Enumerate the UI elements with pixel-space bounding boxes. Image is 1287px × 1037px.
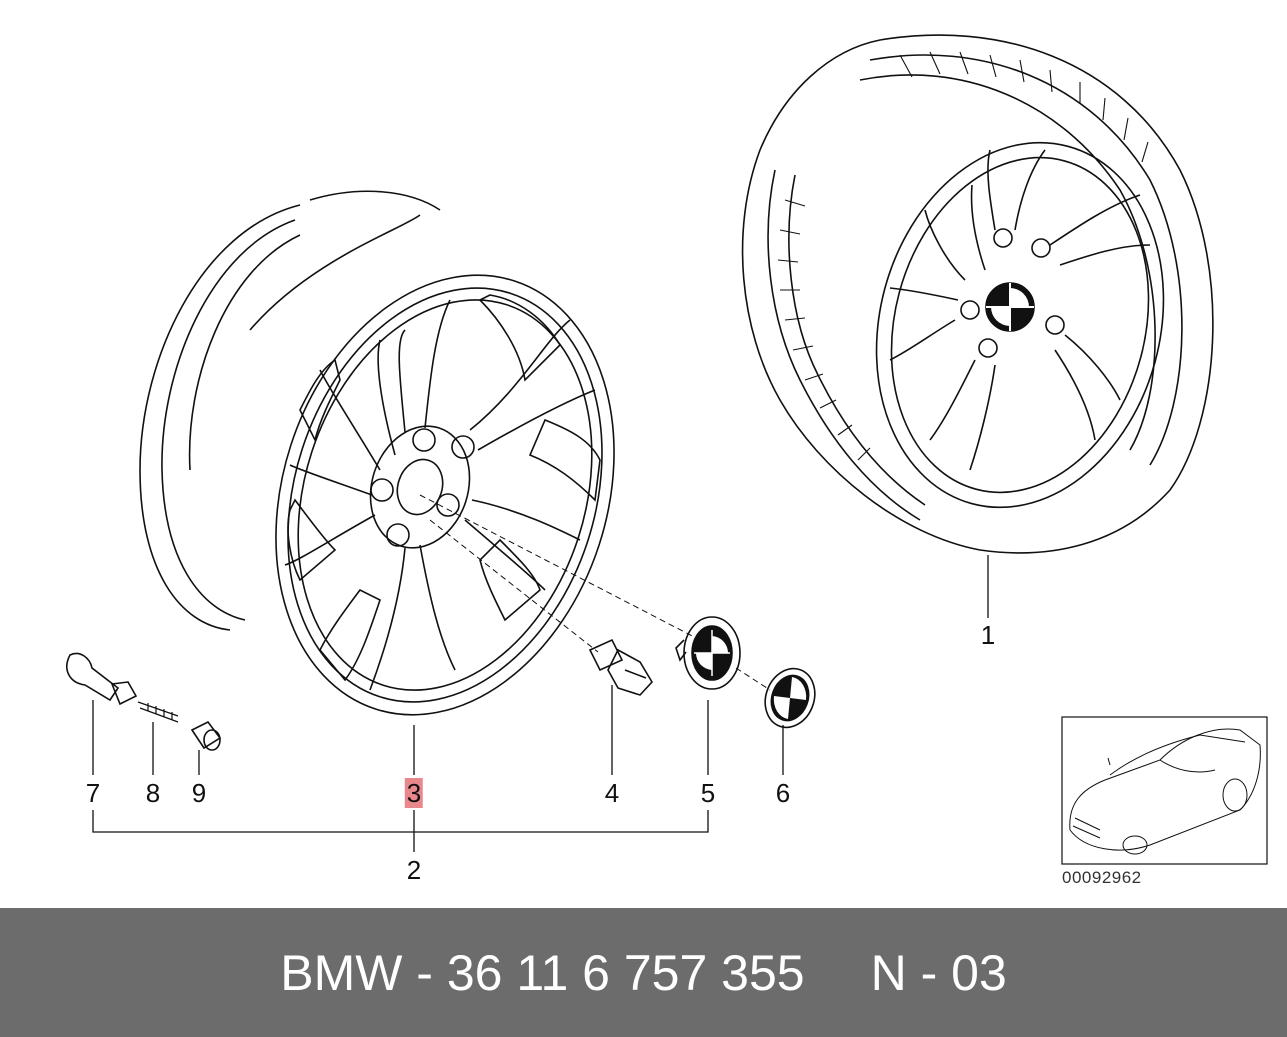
wheel-bolt-drawing bbox=[588, 638, 653, 696]
label-tire: 1 bbox=[980, 620, 996, 650]
complete-wheel-drawing bbox=[741, 34, 1214, 554]
footer-bar: BMW - 36 11 6 757 355 N - 03 bbox=[0, 908, 1287, 1037]
valve-drawing bbox=[66, 652, 138, 706]
footer-position-code: N - 03 bbox=[870, 944, 1007, 1001]
emblem-drawing bbox=[764, 667, 816, 729]
label-emblem: 6 bbox=[775, 778, 791, 808]
footer-part-number: BMW - 36 11 6 757 355 bbox=[280, 944, 805, 1001]
assembly-lines bbox=[419, 494, 771, 691]
diagram-reference-code: 00092962 bbox=[1062, 868, 1142, 887]
rim-drawing bbox=[139, 190, 615, 716]
label-hub-cap: 5 bbox=[700, 778, 716, 808]
label-valve-cap: 9 bbox=[191, 778, 207, 808]
label-valve: 7 bbox=[85, 778, 101, 808]
car-thumbnail bbox=[1061, 716, 1268, 865]
hub-cap-drawing bbox=[675, 616, 741, 690]
wheel-parts-diagram bbox=[66, 34, 1268, 865]
label-rim-highlighted[interactable]: 3 bbox=[404, 778, 424, 808]
valve-core-drawing bbox=[137, 701, 179, 723]
label-bolt: 4 bbox=[604, 778, 620, 808]
label-valve-core: 8 bbox=[145, 778, 161, 808]
label-set: 2 bbox=[406, 855, 422, 885]
leader-lines bbox=[92, 555, 989, 852]
valve-cap-drawing bbox=[190, 720, 222, 751]
